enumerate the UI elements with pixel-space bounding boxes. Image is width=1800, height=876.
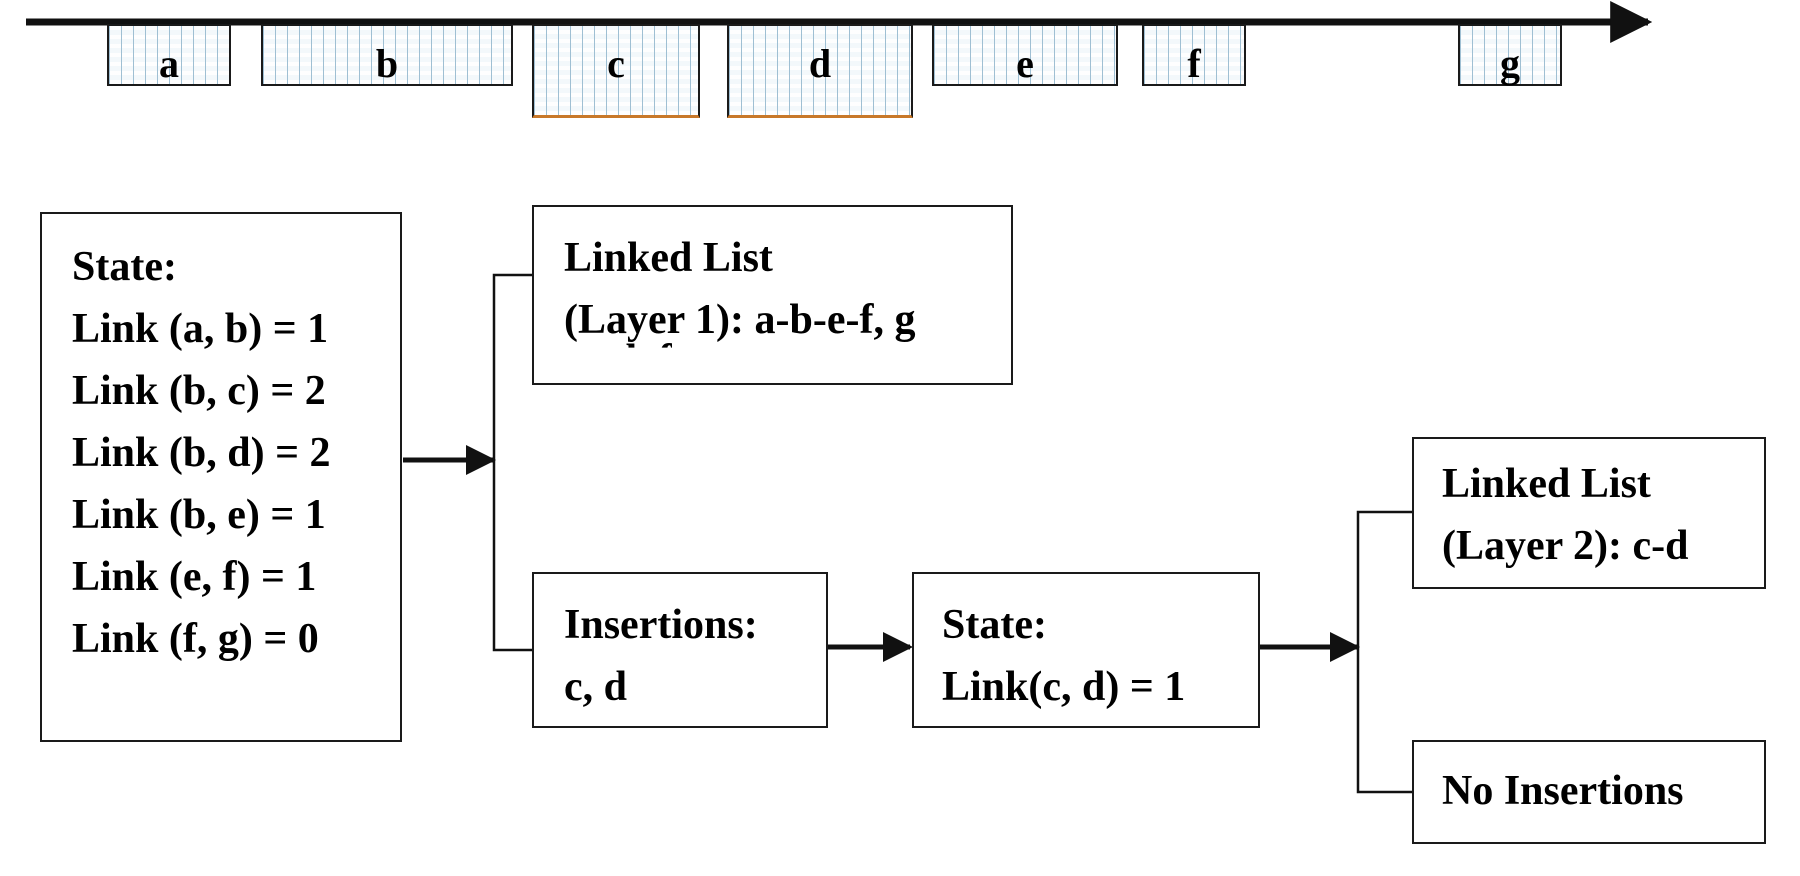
segment-g: g xyxy=(1458,24,1562,86)
state-box: State: Link (a, b) = 1 Link (b, c) = 2 L… xyxy=(40,212,402,742)
link-a-b: Link (a, b) = 1 xyxy=(72,306,329,352)
link-e-f: Link (e, f) = 1 xyxy=(72,554,317,600)
link-c-d: Link(c, d) = 1 xyxy=(942,664,1186,710)
segment-c: c xyxy=(532,24,700,118)
link-b-c: Link (b, c) = 2 xyxy=(72,368,326,414)
layer2-title: Linked List xyxy=(1442,461,1651,507)
segment-d: d xyxy=(727,24,913,118)
state-title: State: xyxy=(72,244,177,290)
layer2-contents: (Layer 2): c-d xyxy=(1442,523,1689,569)
no-insertions-label: No Insertions xyxy=(1442,768,1684,814)
branch-bracket-1 xyxy=(492,273,532,652)
layer1-linked-list-box: Linked List (Layer 1): a-b-e-f, g c, d, … xyxy=(532,205,1013,385)
link-b-d: Link (b, d) = 2 xyxy=(72,430,331,476)
segment-a: a xyxy=(107,24,231,86)
state2-title: State: xyxy=(942,602,1047,648)
no-insertions-box: No Insertions xyxy=(1412,740,1766,844)
segment-b: b xyxy=(261,24,513,86)
state2-box: State: Link(c, d) = 1 xyxy=(912,572,1260,728)
layer1-contents: (Layer 1): a-b-e-f, g xyxy=(564,297,916,343)
insertions-values: c, d xyxy=(564,664,627,710)
insertions-title: Insertions: xyxy=(564,602,758,648)
layer1-partial-line: c, d, f xyxy=(574,337,672,383)
segment-f: f xyxy=(1142,24,1246,86)
layer1-title: Linked List xyxy=(564,235,773,281)
layer2-linked-list-box: Linked List (Layer 2): c-d xyxy=(1412,437,1766,589)
branch-bracket-2 xyxy=(1356,510,1412,794)
segment-e: e xyxy=(932,24,1118,86)
link-f-g: Link (f, g) = 0 xyxy=(72,616,319,662)
insertions-box: Insertions: c, d xyxy=(532,572,828,728)
link-b-e: Link (b, e) = 1 xyxy=(72,492,326,538)
